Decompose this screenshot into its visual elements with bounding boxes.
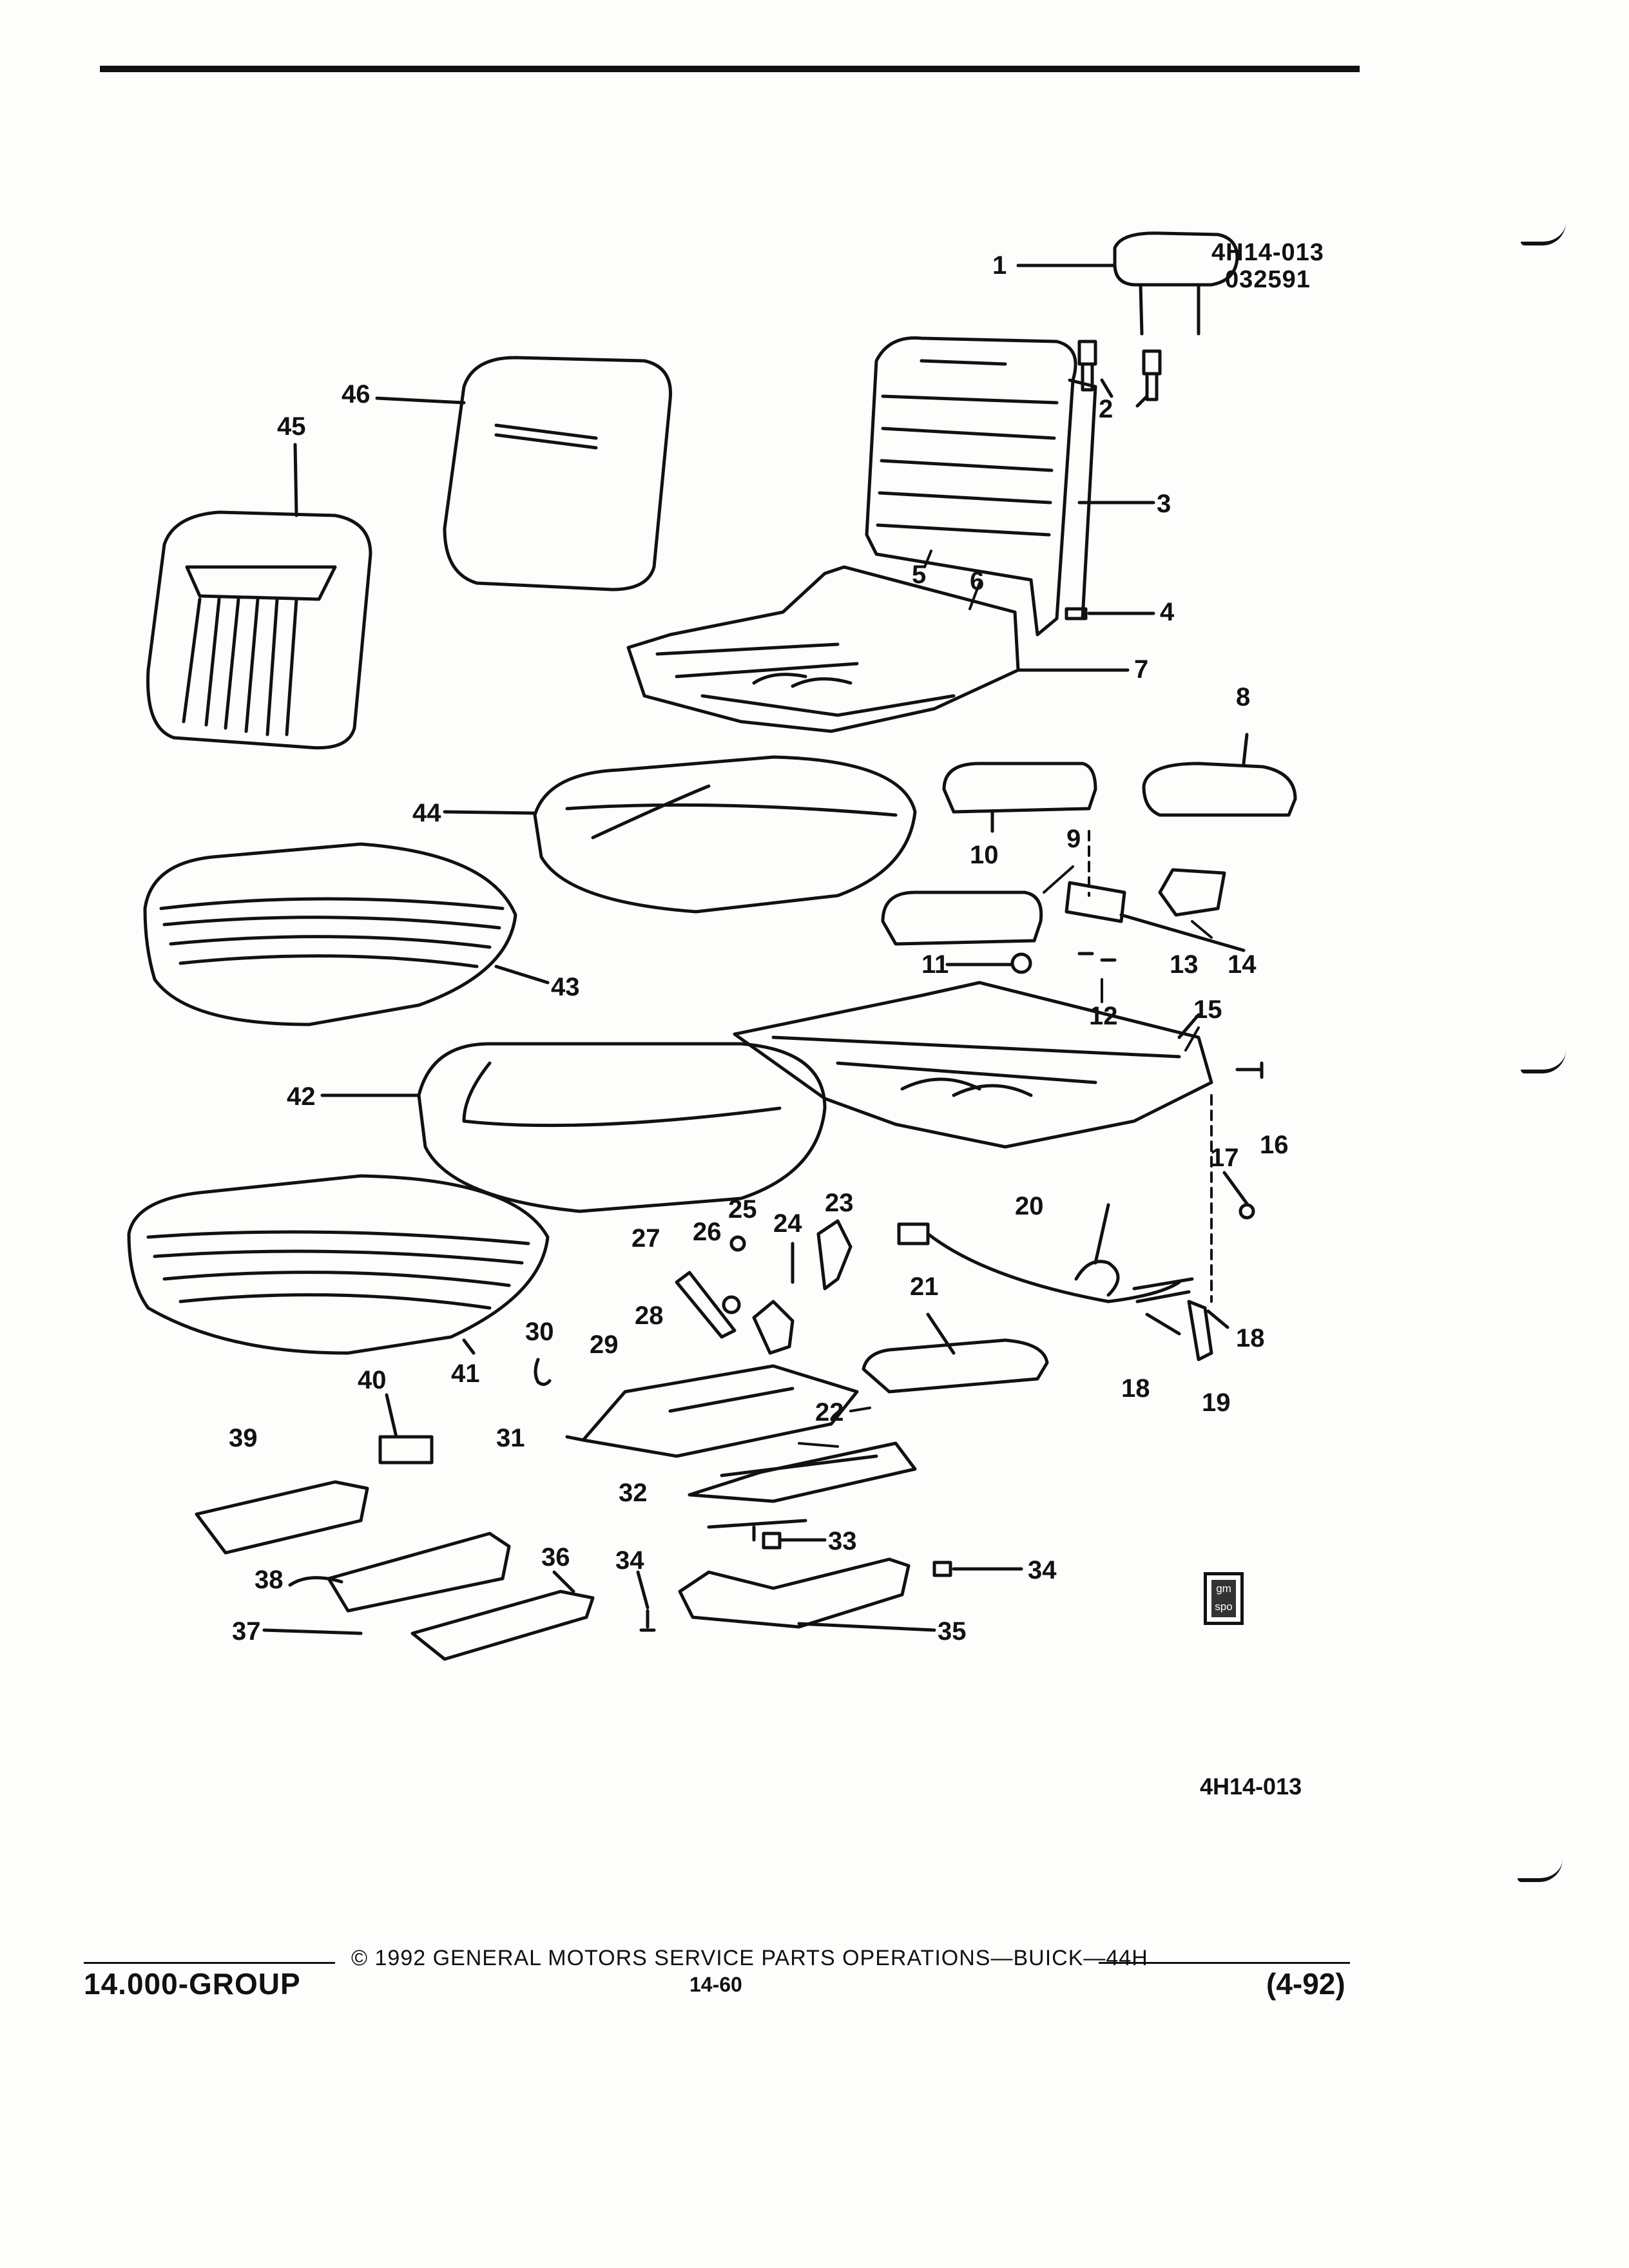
callout-36: 36 — [541, 1543, 570, 1571]
footer-group: 14.000-GROUP — [84, 1967, 301, 2001]
callout-43: 43 — [551, 973, 580, 1001]
callout-28: 28 — [635, 1302, 664, 1330]
footer-rule-right — [1099, 1962, 1350, 1964]
bolts-34 — [636, 1561, 1023, 1632]
callout-15: 15 — [1193, 995, 1222, 1024]
release-cable-20 — [897, 1203, 1194, 1303]
seatback-pad-46 — [375, 356, 672, 591]
footer-copyright: © 1992 GENERAL MOTORS SERVICE PARTS OPER… — [351, 1946, 1148, 1970]
track-cover-21 — [862, 1312, 1049, 1394]
clip-17 — [1222, 1171, 1255, 1220]
callout-40: 40 — [358, 1366, 387, 1394]
callout-2: 2 — [1099, 395, 1113, 423]
callout-33: 33 — [828, 1527, 857, 1555]
seat-cushion-pad-44 — [443, 755, 917, 914]
callout-32: 32 — [619, 1479, 648, 1507]
callout-16: 16 — [1260, 1131, 1289, 1159]
callout-42: 42 — [287, 1082, 316, 1111]
callout-9: 9 — [1066, 825, 1081, 853]
armrest-brackets — [945, 868, 1246, 974]
callout-1: 1 — [992, 251, 1007, 280]
callout-27: 27 — [631, 1224, 660, 1253]
armrest-cover-9 — [881, 890, 1043, 946]
callout-18b: 18 — [1121, 1374, 1150, 1403]
callout-39: 39 — [229, 1424, 258, 1452]
screw-16 — [1235, 1061, 1264, 1079]
release-handle — [1145, 1300, 1229, 1361]
callout-29: 29 — [590, 1331, 619, 1359]
footer-rule-left — [84, 1962, 335, 1964]
footer-revision: (4-92) — [1266, 1967, 1345, 2001]
callout-37: 37 — [232, 1617, 261, 1646]
callout-25: 25 — [728, 1195, 757, 1224]
callout-5: 5 — [912, 561, 926, 589]
callout-8: 8 — [1236, 683, 1250, 711]
seat-adjuster-right — [565, 1364, 917, 1550]
top-rule — [100, 66, 1360, 72]
seatback-lower-frame — [626, 565, 1130, 733]
callout-34a: 34 — [615, 1546, 644, 1575]
callout-41: 41 — [451, 1360, 480, 1388]
callout-21: 21 — [910, 1273, 939, 1301]
seatback-frame — [865, 336, 1155, 637]
callout-45: 45 — [277, 412, 306, 441]
recliner-mechanism — [675, 1219, 853, 1355]
drawing-id-bottom: 4H14-013 — [1200, 1773, 1302, 1800]
callout-12: 12 — [1089, 1002, 1118, 1030]
seat-cushion-pad-42 — [320, 1042, 827, 1213]
seat-adjuster-left — [195, 1358, 552, 1635]
footer-page-number: 14-60 — [689, 1973, 742, 1996]
callout-34b: 34 — [1028, 1556, 1057, 1584]
callout-3: 3 — [1157, 490, 1171, 518]
track-cover-35 — [678, 1557, 936, 1632]
date-code: 032591 — [1225, 265, 1311, 293]
headrest — [1016, 231, 1239, 336]
callout-31: 31 — [496, 1424, 525, 1452]
callout-6: 6 — [970, 567, 984, 595]
callout-38: 38 — [255, 1566, 284, 1594]
drawing-reference: 4H14-013 032591 — [1211, 239, 1324, 294]
seat-cushion-frame — [733, 981, 1213, 1149]
callout-19: 19 — [1202, 1389, 1231, 1417]
callout-22: 22 — [815, 1398, 844, 1427]
callout-18a: 18 — [1236, 1324, 1265, 1352]
callout-46: 46 — [342, 380, 371, 408]
seat-cushion-cover-43 — [143, 842, 550, 1026]
callout-14: 14 — [1228, 950, 1257, 979]
callout-10: 10 — [970, 841, 999, 869]
callout-44: 44 — [412, 799, 441, 827]
callout-labels: 1 2 3 4 5 6 7 8 9 10 11 12 13 14 15 16 1… — [229, 251, 1289, 1646]
callout-26: 26 — [693, 1218, 722, 1246]
callout-24: 24 — [773, 1209, 802, 1238]
callout-35: 35 — [938, 1617, 967, 1646]
track-cover-36 — [410, 1570, 595, 1661]
callout-7: 7 — [1134, 655, 1148, 684]
binder-mark — [1521, 1050, 1566, 1073]
callout-20: 20 — [1015, 1192, 1044, 1220]
drawing-id: 4H14-013 — [1211, 239, 1324, 266]
armrest-pad-10 — [942, 762, 1097, 833]
binder-mark — [1521, 222, 1566, 245]
callout-13: 13 — [1170, 950, 1199, 979]
callout-4: 4 — [1160, 598, 1175, 626]
seatback-cover-45 — [146, 443, 372, 750]
leader-lines — [798, 550, 1213, 1448]
seat-cushion-cover-41 — [127, 1174, 550, 1355]
armrest-8 — [1142, 733, 1297, 817]
gm-spo-logo: gm spo — [1204, 1572, 1244, 1625]
binder-mark — [1518, 1859, 1563, 1882]
callout-11: 11 — [921, 950, 949, 979]
callout-17: 17 — [1210, 1144, 1239, 1172]
headrest-guides — [1077, 340, 1162, 408]
callout-23: 23 — [825, 1189, 854, 1217]
callout-30: 30 — [525, 1318, 554, 1346]
bolt-4 — [1065, 607, 1155, 620]
